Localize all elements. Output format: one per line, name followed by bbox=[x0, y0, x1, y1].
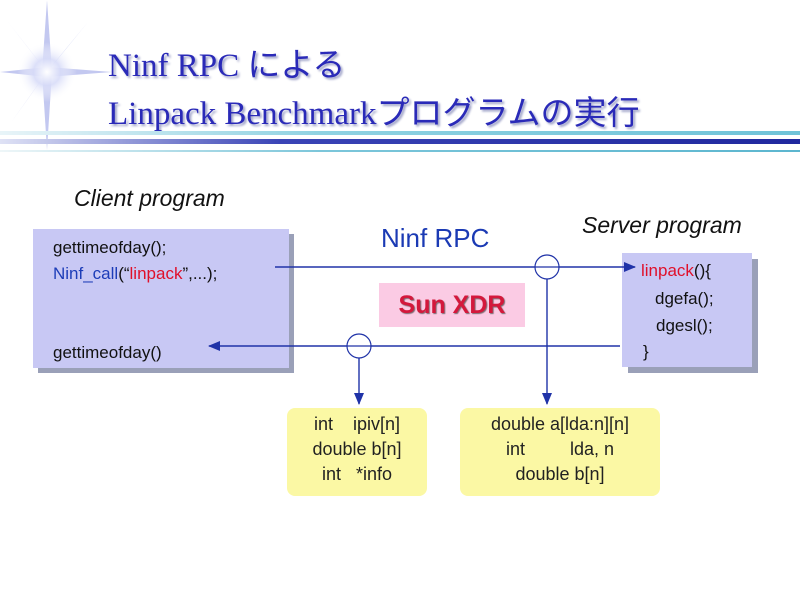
server-heading: Server program bbox=[582, 212, 742, 238]
title-underline-thin bbox=[0, 150, 800, 152]
return-args-note: int ipiv[n] double b[n] int *info bbox=[287, 408, 427, 496]
sun-xdr-label: Sun XDR bbox=[379, 283, 525, 327]
server-function-name: linpack bbox=[641, 261, 694, 280]
ninf-rpc-label: Ninf RPC bbox=[381, 223, 490, 253]
title-line-2: Linpack Benchmarkプログラムの実行 bbox=[108, 96, 640, 132]
server-line-dgesl: dgesl(); bbox=[656, 316, 713, 335]
ninf-call-function: Ninf_call bbox=[53, 264, 119, 283]
call-args-note: double a[lda:n][n] int lda, n double b[n… bbox=[460, 408, 660, 496]
client-line-ninf-call: Ninf_call(“linpack”,...); bbox=[53, 264, 217, 284]
client-box bbox=[33, 229, 289, 368]
server-line-dgefa: dgefa(); bbox=[655, 289, 714, 308]
starburst-glow bbox=[17, 42, 77, 102]
client-line-gettimeofday: gettimeofday(); bbox=[53, 238, 167, 257]
client-line-gettimeofday-end: gettimeofday() bbox=[53, 343, 162, 362]
title-underline-dark bbox=[0, 139, 800, 144]
title-underline-light bbox=[0, 131, 800, 135]
ninf-call-name: linpack bbox=[129, 264, 183, 283]
server-function-rest: (){ bbox=[693, 261, 711, 280]
server-line-close-brace: } bbox=[643, 342, 649, 361]
title-line-1: Ninf RPC による bbox=[108, 48, 346, 84]
server-box bbox=[622, 253, 752, 367]
client-heading: Client program bbox=[74, 185, 225, 211]
ninf-call-rest: ”,...); bbox=[182, 264, 218, 283]
server-line-linpack: linpack(){ bbox=[641, 261, 711, 281]
ninf-call-open: (“ bbox=[118, 264, 130, 283]
